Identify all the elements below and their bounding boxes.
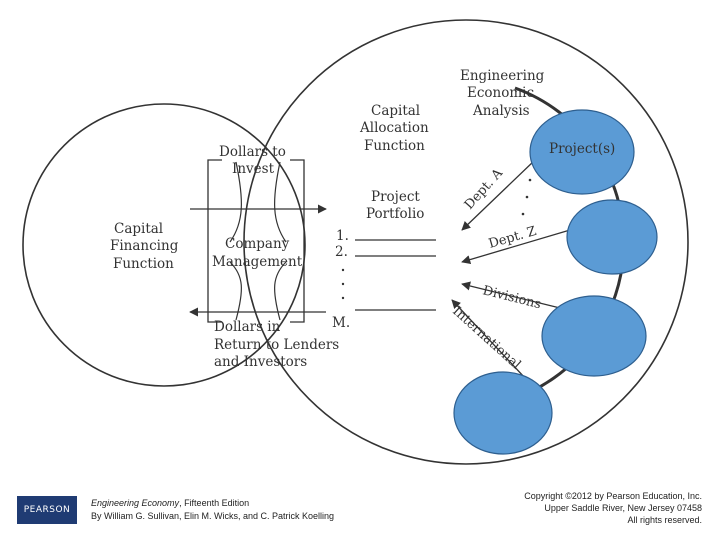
management-curve-bottom-left [229,261,242,321]
portfolio-label-2: Portfolio [366,206,424,222]
capital-financing-circle [22,103,306,387]
engineering-label-1: Engineering [460,68,545,84]
copyright: Copyright ©2012 by Pearson Education, In… [524,490,702,526]
engineering-label-3: Analysis [472,103,530,119]
dollars-return-label-1: Dollars in [214,319,281,335]
project-ellipse-4 [453,371,553,455]
book-authors: By William G. Sullivan, Elin M. Wicks, a… [91,511,335,521]
projects-label: Project(s) [549,141,615,157]
portfolio-num-1: 1. [336,228,349,244]
dept-a-label: Dept. A [462,166,507,213]
book-edition: , Fifteenth Edition [179,498,250,508]
management-curve-bottom-right [274,261,287,321]
company-label-1: Company [225,236,290,252]
portfolio-label-1: Project [371,189,420,205]
capital-fin-label-2: Financing [110,238,179,254]
project-ellipse-1 [529,109,635,195]
dept-z-arrow [461,229,571,265]
management-bracket-right [290,159,305,323]
capital-allocation-circle [243,19,689,465]
pearson-logo: PEARSON [17,496,77,524]
dollars-return-label-2: Return to Lenders [214,337,339,353]
copyright-line-2: Upper Saddle River, New Jersey 07458 [544,503,702,513]
management-bracket-left [207,159,222,323]
engineering-label-2: Economic [467,85,534,101]
divisions-arrow [461,281,561,309]
international-arrow [451,299,526,379]
copyright-line-1: Copyright ©2012 by Pearson Education, In… [524,491,702,501]
capital-allocation-diagram: Engineering Economic Analysis Capital Al… [22,19,689,465]
management-curve-top-right [274,161,287,243]
dollars-return-label-3: and Investors [214,354,307,370]
dept-a-arrow [461,159,536,231]
dollars-invest-label-1: Dollars to [219,144,286,160]
portfolio-num-2: 2. [335,244,348,260]
capital-fin-label-1: Capital [114,221,163,237]
project-ellipse-3 [541,295,647,377]
divisions-label: Divisions [481,283,543,312]
project-ellipse-2 [566,199,658,275]
capital-alloc-label-1: Capital [371,103,420,119]
dollars-invest-label-2: Invest [232,161,275,177]
capital-alloc-label-2: Allocation [359,120,429,136]
copyright-line-3: All rights reserved. [627,515,702,525]
capital-fin-label-3: Function [113,256,174,272]
book-credit: Engineering Economy, Fifteenth Edition B… [91,497,334,523]
international-label: International [449,304,523,373]
capital-alloc-label-3: Function [364,138,425,154]
company-label-2: Management [212,254,303,270]
footer [0,478,720,540]
book-title: Engineering Economy [91,498,180,508]
portfolio-num-m: M. [332,315,350,331]
